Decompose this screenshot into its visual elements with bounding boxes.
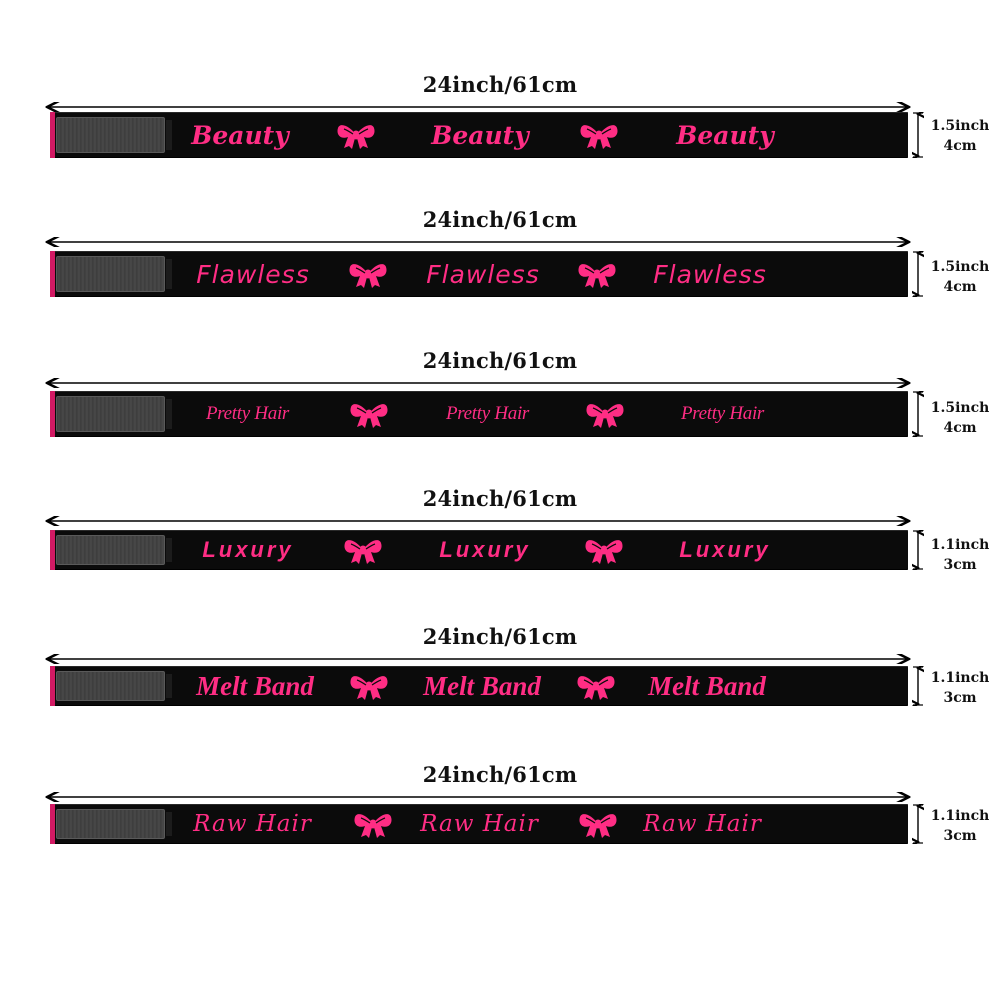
length-label: 24inch/61cm — [422, 762, 578, 787]
band-row-pretty-hair: 24inch/61cm Pretty Hair Pretty Hair Pret… — [0, 348, 1001, 458]
width-arrow-icon — [912, 530, 924, 570]
length-label: 24inch/61cm — [422, 486, 578, 511]
print-word: Pretty Hair — [445, 403, 530, 424]
print-word: Flawless — [653, 259, 767, 289]
bow-icon — [353, 809, 393, 839]
band-row-flawless: 24inch/61cm Flawless Flawless Flawless 1… — [0, 207, 1001, 317]
strap-tip — [50, 804, 55, 844]
band-row-luxury: 24inch/61cm Luxury Luxury Luxury 1.1inch… — [0, 486, 1001, 596]
bow-icon — [584, 535, 624, 565]
headband-strap: Pretty Hair Pretty Hair Pretty Hair — [50, 391, 908, 437]
print-word: Melt Band — [196, 670, 314, 701]
strap-tip — [50, 112, 55, 158]
print-word: Flawless — [426, 259, 540, 289]
double-arrow-icon — [44, 378, 912, 388]
headband-strap: Melt Band Melt Band Melt Band — [50, 666, 908, 706]
print-word: Melt Band — [423, 670, 541, 701]
width-arrow-icon — [912, 112, 924, 158]
double-arrow-icon — [44, 237, 912, 247]
velcro-tab — [56, 671, 172, 701]
headband-strap: Raw Hair Raw Hair Raw Hair — [50, 804, 908, 844]
headband-strap: Beauty Beauty Beauty — [50, 112, 908, 158]
velcro-tab — [56, 256, 172, 292]
print-word: Pretty Hair — [205, 403, 290, 424]
band-row-beauty: 24inch/61cm Beauty Beauty Beauty 1.5inch… — [0, 72, 1001, 182]
width-arrow-icon — [912, 804, 924, 844]
strap-tip — [50, 391, 55, 437]
strap-tip — [50, 666, 55, 706]
print-word: Beauty — [431, 120, 529, 150]
double-arrow-icon — [44, 792, 912, 802]
print-word: Luxury — [679, 537, 771, 562]
print-word: Raw Hair — [420, 811, 539, 837]
velcro-tab — [56, 396, 172, 432]
length-label: 24inch/61cm — [422, 207, 578, 232]
headband-strap: Luxury Luxury Luxury — [50, 530, 908, 570]
bow-icon — [349, 671, 389, 701]
velcro-tab — [56, 809, 172, 839]
print-word: Beauty — [676, 120, 774, 150]
bow-icon — [343, 535, 383, 565]
double-arrow-icon — [44, 102, 912, 112]
band-row-raw-hair: 24inch/61cm Raw Hair Raw Hair Raw Hair 1… — [0, 762, 1001, 872]
strap-tip — [50, 530, 55, 570]
print-word: Melt Band — [648, 670, 766, 701]
length-label: 24inch/61cm — [422, 624, 578, 649]
bow-icon — [578, 809, 618, 839]
bow-icon — [585, 399, 625, 429]
print-word: Pretty Hair — [680, 403, 765, 424]
print-word: Raw Hair — [643, 811, 762, 837]
print-word: Beauty — [191, 120, 289, 150]
print-word: Luxury — [439, 537, 531, 562]
print-word: Flawless — [196, 259, 310, 289]
length-label: 24inch/61cm — [422, 348, 578, 373]
width-arrow-icon — [912, 251, 924, 297]
width-arrow-icon — [912, 666, 924, 706]
velcro-tab — [56, 117, 172, 153]
print-word: Raw Hair — [193, 811, 312, 837]
velcro-tab — [56, 535, 172, 565]
bow-icon — [579, 120, 619, 150]
bow-icon — [349, 399, 389, 429]
headband-strap: Flawless Flawless Flawless — [50, 251, 908, 297]
print-word: Luxury — [202, 537, 294, 562]
bow-icon — [336, 120, 376, 150]
width-arrow-icon — [912, 391, 924, 437]
bow-icon — [577, 259, 617, 289]
double-arrow-icon — [44, 516, 912, 526]
length-label: 24inch/61cm — [422, 72, 578, 97]
double-arrow-icon — [44, 654, 912, 664]
bow-icon — [348, 259, 388, 289]
strap-tip — [50, 251, 55, 297]
bow-icon — [576, 671, 616, 701]
band-row-melt-band: 24inch/61cm Melt Band Melt Band Melt Ban… — [0, 624, 1001, 734]
